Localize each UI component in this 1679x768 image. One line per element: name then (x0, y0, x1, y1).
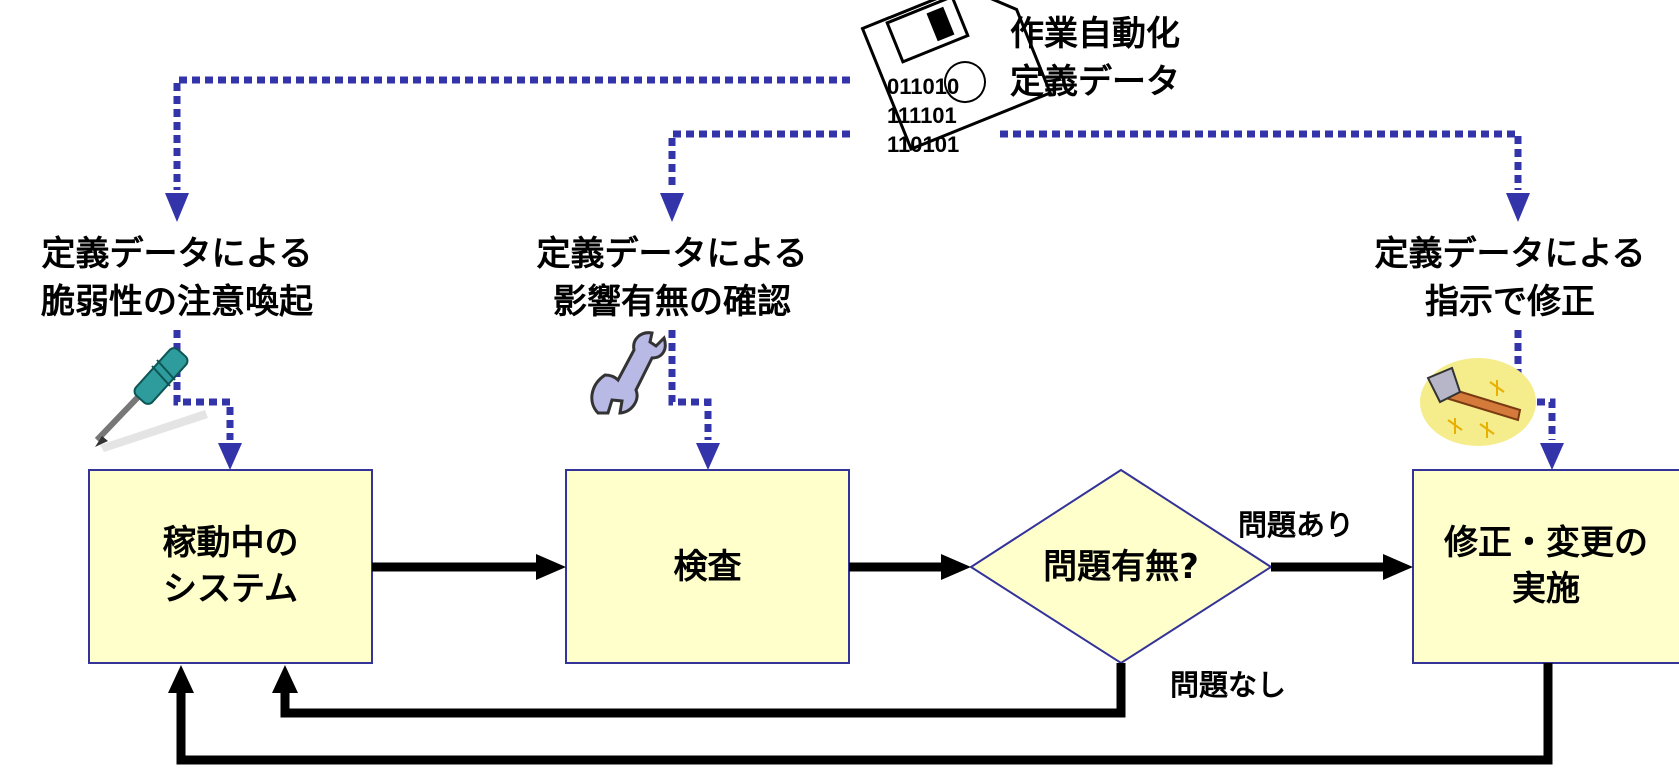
connector-check-to-inspection (668, 330, 712, 440)
node-fix-box (1412, 469, 1679, 664)
connector-fix-to-node (1514, 330, 1556, 440)
node-inspection-line1: 検査 (673, 547, 742, 587)
connector-to-alert (173, 76, 850, 190)
wrench-icon (590, 331, 667, 415)
floppy-disk-icon (860, 0, 1053, 152)
arrowhead-to-fix (1383, 554, 1413, 580)
flow-fix-return (176, 663, 1553, 765)
flow-no-problem-return (280, 663, 1126, 718)
node-inspection: 検査 (566, 544, 849, 590)
node-decision-line1: 問題有無? (1043, 547, 1199, 587)
arrowhead-return-system-1 (272, 665, 298, 693)
annotation-fix-line1: 定義データによる (1374, 234, 1646, 274)
node-decision: 問題有無? (991, 544, 1251, 590)
arrowhead-to-decision (941, 554, 971, 580)
arrowhead-system (218, 443, 242, 470)
definition-data-title: 作業自動化 定義データ (1010, 10, 1180, 106)
node-system-box (88, 469, 373, 664)
connector-to-fix (1000, 130, 1522, 190)
arrowhead-alert (165, 193, 189, 222)
connector-arrowheads (165, 193, 1564, 470)
flow-arrowheads (168, 554, 1413, 693)
screwdriver-icon (94, 347, 208, 452)
arrowhead-inspection (696, 443, 720, 470)
annotation-check: 定義データによる 影響有無の確認 (497, 230, 847, 326)
node-system-line1: 稼動中の (162, 523, 299, 563)
annotation-check-line2: 影響有無の確認 (553, 282, 791, 322)
node-system-line2: システム (163, 569, 298, 609)
annotation-alert-line1: 定義データによる (41, 234, 313, 274)
definition-data-connectors (173, 76, 1556, 440)
arrowhead-fix-node (1540, 443, 1564, 470)
annotation-alert-line2: 脆弱性の注意喚起 (41, 282, 313, 322)
node-fix: 修正・変更の 実施 (1413, 520, 1679, 612)
arrowhead-to-inspection (536, 554, 566, 580)
binary-digits: 011010 111101 110101 (887, 72, 959, 159)
node-inspection-box (565, 469, 850, 664)
arrowhead-return-system-2 (168, 665, 194, 693)
connector-alert-to-system (173, 330, 234, 440)
annotation-fix: 定義データによる 指示で修正 (1345, 230, 1675, 326)
edge-label-yes: 問題あり (1238, 508, 1355, 542)
definition-data-title-line1: 作業自動化 (1010, 14, 1180, 54)
connector-to-check (668, 130, 850, 190)
node-fix-line1: 修正・変更の (1444, 523, 1648, 563)
definition-data-title-line2: 定義データ (1010, 62, 1180, 102)
arrowhead-check (660, 193, 684, 222)
binary-line-2: 111101 (887, 103, 957, 128)
binary-line-3: 110101 (887, 132, 960, 157)
node-fix-line2: 実施 (1512, 569, 1580, 609)
edge-label-no: 問題なし (1170, 668, 1287, 702)
annotation-alert: 定義データによる 脆弱性の注意喚起 (2, 230, 352, 326)
node-system: 稼動中の システム (89, 520, 372, 612)
flow-lines (176, 562, 1553, 765)
hammer-icon (1420, 358, 1536, 446)
binary-line-1: 011010 (887, 74, 960, 99)
annotation-check-line1: 定義データによる (536, 234, 808, 274)
arrowhead-fix (1506, 193, 1530, 222)
annotation-fix-line2: 指示で修正 (1425, 282, 1595, 322)
